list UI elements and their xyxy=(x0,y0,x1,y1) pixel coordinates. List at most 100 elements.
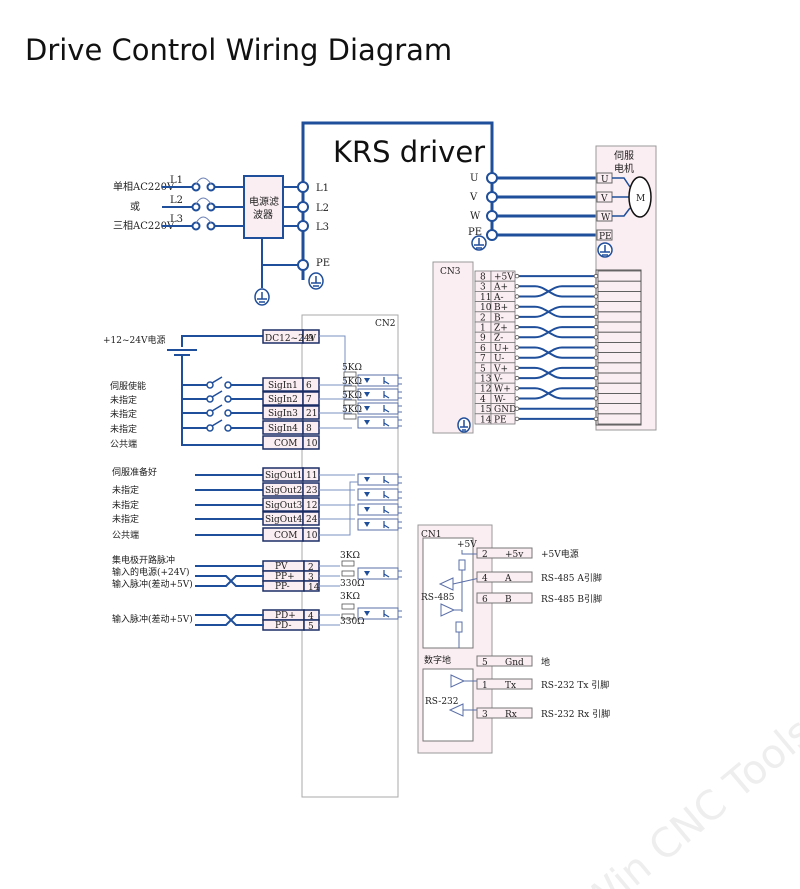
cn3-pin-num: 5 xyxy=(480,364,486,374)
encoder-pin-dot xyxy=(593,273,599,279)
optocoupler-icon xyxy=(357,567,399,580)
cn3-pin-name: Z- xyxy=(494,334,503,344)
cn3-pin-name: U+ xyxy=(494,344,509,354)
cn3-pin-num: 4 xyxy=(480,395,486,405)
cn3-pin-dot xyxy=(514,314,520,320)
cn3-pin-num: 3 xyxy=(480,283,486,293)
encoder-pin-dot xyxy=(593,406,599,411)
driver-term-pe: PE xyxy=(468,227,482,238)
cn3-pin-num: 15 xyxy=(480,405,492,415)
power-label-three: 三相AC220V xyxy=(113,219,175,232)
output-desc-label: 未指定 xyxy=(112,513,139,525)
power-filter-box xyxy=(243,175,284,239)
optocoupler-icon xyxy=(357,488,399,501)
encoder-pin-dot xyxy=(593,284,599,289)
cn1-pin-name: B xyxy=(505,595,512,605)
output-pin-name: SigOut2 xyxy=(265,486,302,496)
encoder-pin-rows xyxy=(593,270,642,425)
output-desc-label: 未指定 xyxy=(112,499,139,511)
resistor-label: 5KΩ xyxy=(342,363,362,373)
motor-term-u: U xyxy=(601,175,609,185)
optocoupler-icon xyxy=(357,402,399,415)
cn3-pin-dot xyxy=(514,416,520,422)
power-label-single: 单相AC220V xyxy=(113,180,175,193)
cn1-pin-num: 5 xyxy=(482,658,488,668)
cn3-pin-name: A+ xyxy=(493,283,508,293)
cn1-pin-num: 3 xyxy=(482,710,488,720)
output-pin-name: SigOut1 xyxy=(265,471,302,481)
led-icon xyxy=(364,406,370,411)
line-label-l1: L1 xyxy=(170,175,183,186)
cn1-pin-cell xyxy=(476,655,533,667)
pulse-pin-name: PD+ xyxy=(275,611,296,621)
switch-lever xyxy=(211,419,223,427)
cn3-pin-num: 8 xyxy=(480,273,486,283)
switch-lever xyxy=(211,390,223,398)
cn1-pin-name: A xyxy=(504,574,512,584)
cn3-pin-name: B- xyxy=(494,313,504,323)
cn3-pin-name: W- xyxy=(494,395,506,405)
ground-icon xyxy=(308,272,324,290)
driver-term-v: V xyxy=(469,192,478,203)
led-icon xyxy=(364,522,370,527)
cn1-pin-desc: 地 xyxy=(541,656,550,668)
cn3-pin-dot xyxy=(514,386,520,391)
cn3-pin-num: 7 xyxy=(480,354,486,364)
cn3-pin-num: 6 xyxy=(480,344,486,354)
cn3-pin-dot xyxy=(514,375,520,381)
led-icon xyxy=(364,571,370,576)
motor-icon xyxy=(628,176,652,218)
driver-term-u: U xyxy=(470,173,478,184)
pulse-pin-name: PV xyxy=(275,562,288,572)
cn3-wires xyxy=(519,275,594,420)
watermark: oWin CNC Tools Store xyxy=(554,633,800,889)
resistor-label: 5KΩ xyxy=(342,405,362,415)
output-pin-num: 23 xyxy=(306,486,318,496)
pulse-pin-num: 4 xyxy=(308,612,314,622)
cn3-pin-name: U- xyxy=(494,354,504,364)
cn1-pin-desc: +5V电源 xyxy=(541,548,579,560)
filter-label-2: 波器 xyxy=(253,208,273,221)
input-desc-label: 未指定 xyxy=(110,394,137,406)
input-pin-num: 21 xyxy=(306,409,317,419)
encoder-pin-dot xyxy=(593,345,599,350)
cn1-pin-desc: RS-485 B引脚 xyxy=(541,594,602,605)
switch-contact xyxy=(224,409,232,417)
cn3-pin-dot xyxy=(514,324,520,330)
input-pin-num: 7 xyxy=(306,395,312,405)
cn3-pin-dot xyxy=(514,365,520,371)
led-icon xyxy=(364,378,370,383)
power-label-or: 或 xyxy=(130,201,140,213)
twisted-pair-wire xyxy=(519,285,594,298)
optocoupler-icon xyxy=(357,374,399,387)
encoder-pin-dot xyxy=(593,314,599,320)
motor-symbol: M xyxy=(636,194,645,204)
twisted-pair-wire xyxy=(519,305,594,318)
cn1-pin-num: 2 xyxy=(482,550,488,560)
page-title: Drive Control Wiring Diagram xyxy=(25,33,453,67)
cn1-pin-cell xyxy=(476,678,533,690)
line-label-l2: L2 xyxy=(170,195,183,206)
cn3-pin-name: V+ xyxy=(493,364,508,374)
r3k-label-1: 3KΩ xyxy=(340,551,360,561)
switch-contact xyxy=(206,395,214,403)
r330-label-1: 330Ω xyxy=(340,579,365,589)
driver-term-l2: L2 xyxy=(316,203,329,214)
cn3-pin-num: 13 xyxy=(480,375,492,385)
r3k-label-2: 3KΩ xyxy=(340,592,360,602)
resistor-icon xyxy=(343,413,357,420)
pulse-pin-num: 14 xyxy=(308,583,320,593)
input-pin-num: 8 xyxy=(306,424,312,434)
input-pin-name: SigIn4 xyxy=(268,424,298,434)
power-input-section: 单相AC220V 或 三相AC220V L1 L2 L3 电源滤 波器 xyxy=(113,175,330,306)
cn1-vcc: +5V xyxy=(457,540,477,550)
switch-lever xyxy=(211,404,223,412)
encoder-pin-dot xyxy=(593,324,599,330)
cn1-pin-num: 1 xyxy=(482,681,488,691)
cn3-pin-name: W+ xyxy=(494,385,511,395)
led-icon xyxy=(364,392,370,397)
motor-term-pe: PE xyxy=(599,232,612,242)
cn3-pin-dot xyxy=(514,406,520,411)
ground-icon xyxy=(457,417,471,433)
